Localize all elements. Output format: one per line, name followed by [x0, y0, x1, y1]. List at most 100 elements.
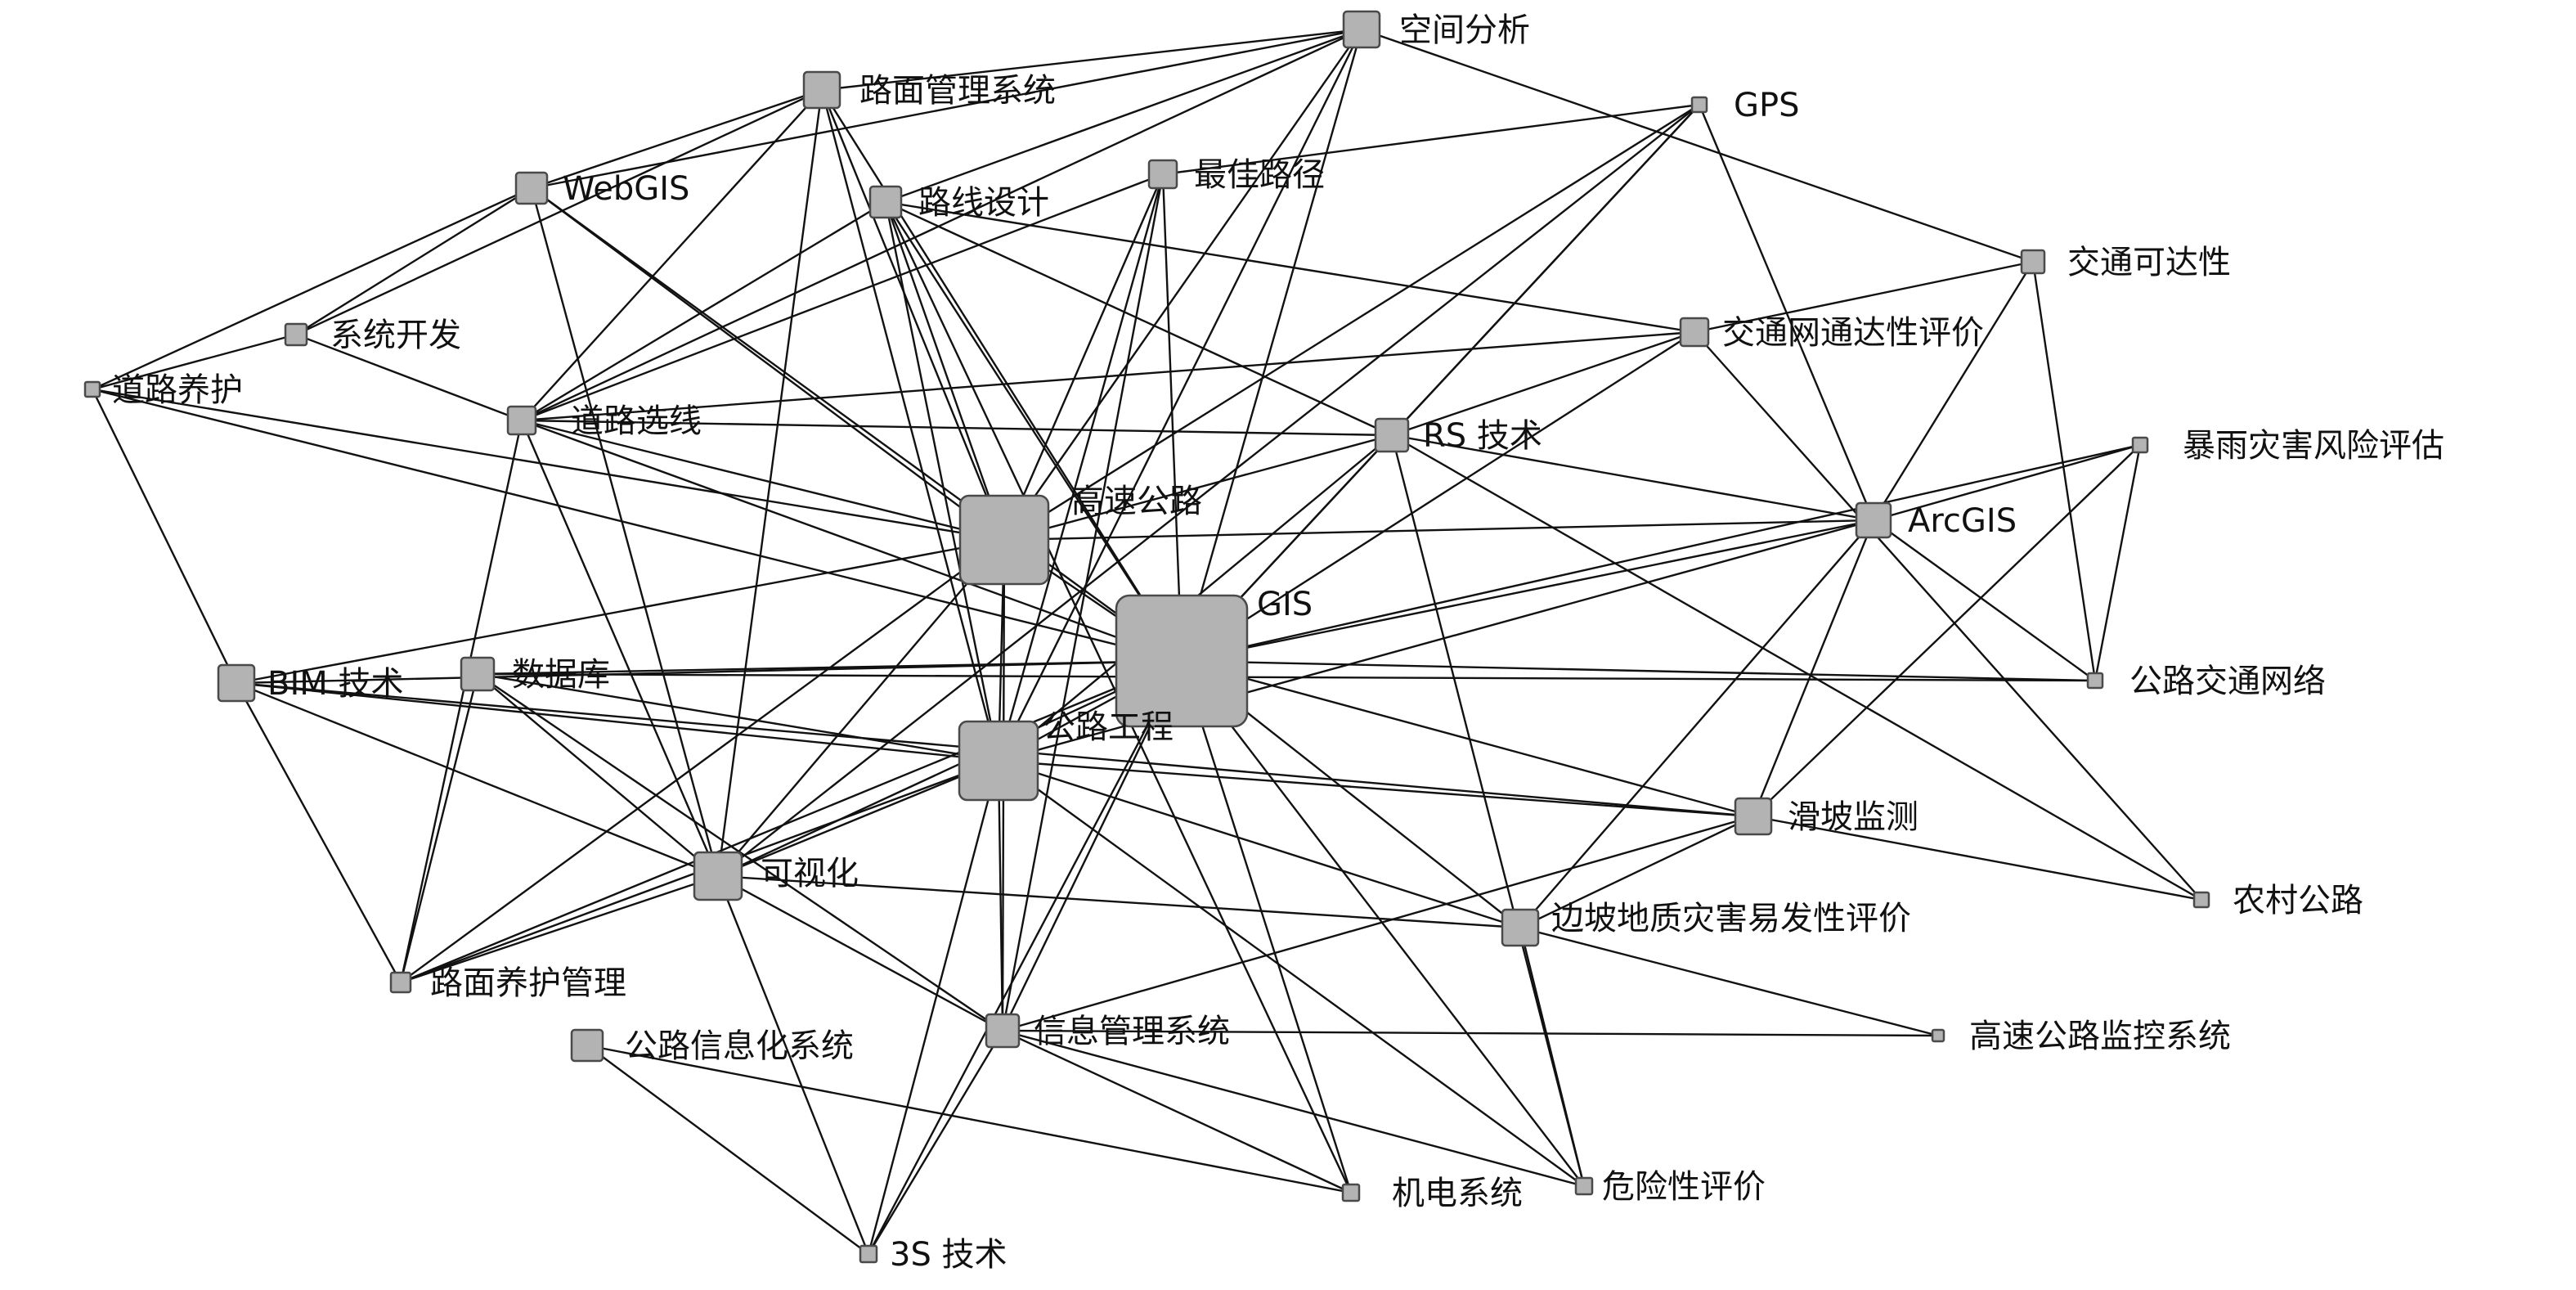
edge-bim-keshihua	[236, 681, 719, 878]
edge-gis-jidian	[1180, 660, 1353, 1193]
edge-shujuku-gongluwangluo	[477, 672, 2096, 682]
node-label-jiaotongwang: 交通网通达性评价	[1722, 314, 1984, 352]
node-bianpo: 边坡地质灾害易发性评价	[1501, 900, 1911, 947]
edge-lumian-xitong	[295, 88, 823, 336]
node-box-nongcun	[2192, 891, 2210, 909]
node-box-baoyu	[2131, 436, 2149, 454]
node-label-s3: 3S 技术	[890, 1236, 1008, 1274]
edge-shujuku-lumianyanghu	[399, 673, 479, 983]
edge-huapo-nongcun	[1752, 815, 2202, 901]
node-rs: RS 技术	[1374, 417, 1542, 455]
node-box-gonglux	[570, 1028, 604, 1063]
edge-gis-baoyu	[1181, 443, 2141, 663]
edge-jiaotongwang-nongcun	[1694, 331, 2202, 901]
node-label-jiaotongkeda: 交通可达性	[2067, 244, 2231, 281]
edge-daoluyanghu-gaosu	[92, 388, 1005, 542]
node-zuijia: 最佳路径	[1147, 156, 1325, 194]
node-box-bianpo	[1501, 908, 1540, 947]
node-box-huapo	[1734, 797, 1773, 836]
node-label-keshihua: 可视化	[761, 855, 859, 892]
edge-jiaotongwang-daoluxuanxian	[521, 330, 1695, 422]
edge-gonglugongcheng-kongjian	[997, 29, 1363, 762]
node-gps: GPS	[1690, 87, 1800, 124]
node-label-lumian: 路面管理系统	[859, 72, 1056, 110]
edge-daoluxuanxian-rs	[521, 419, 1393, 437]
node-jiaotongwang: 交通网通达性评价	[1679, 314, 1984, 352]
edge-arcgis-gongluwangluo	[1873, 519, 2096, 681]
edge-gonglugongcheng-keshihua	[717, 759, 999, 878]
edge-kongjian-luxian	[885, 28, 1362, 204]
edge-webgis-keshihua	[530, 187, 720, 877]
node-label-daoluxuanxian: 道路选线	[571, 402, 702, 440]
edge-zuijia-daoluxuanxian	[521, 173, 1164, 422]
edge-bianpo-gaosujiankong	[1519, 926, 1939, 1037]
node-box-lumian	[802, 70, 841, 110]
edge-jiaotongkeda-arcgis	[1872, 261, 2035, 521]
edge-arcgis-huapo	[1752, 519, 1875, 817]
edge-gonglugongcheng-bianpo	[998, 759, 1521, 929]
node-baoyu: 暴雨灾害风险评估	[2131, 427, 2444, 465]
edge-lumian-keshihua	[716, 89, 824, 877]
edge-huapo-xinxiguanli	[1002, 815, 1754, 1032]
node-xinxiguanli: 信息管理系统	[985, 1013, 1230, 1050]
edge-gonglugongcheng-weixian	[998, 760, 1585, 1187]
node-huapo: 滑坡监测	[1734, 797, 1919, 836]
edge-rs-nongcun	[1391, 434, 2202, 901]
node-box-s3	[859, 1244, 878, 1264]
node-box-webgis	[514, 171, 549, 205]
edge-xitong-daoluxuanxian	[295, 333, 523, 422]
node-gonglux: 公路信息化系统	[570, 1027, 854, 1065]
node-label-gaosujiankong: 高速公路监控系统	[1969, 1018, 2231, 1055]
edge-gaosu-bim	[236, 538, 1005, 685]
edge-keshihua-bianpo	[717, 874, 1521, 929]
node-daoluxuanxian: 道路选线	[506, 402, 702, 440]
node-label-jidian: 机电系统	[1392, 1175, 1523, 1212]
edge-gonglugongcheng-luxian	[884, 201, 1000, 762]
node-box-bim	[217, 663, 256, 703]
node-label-xitong: 系统开发	[330, 317, 461, 354]
node-label-zuijia: 最佳路径	[1194, 156, 1325, 194]
edge-gps-keshihua	[717, 104, 1700, 877]
node-label-weixian: 危险性评价	[1602, 1168, 1766, 1206]
edge-gonglugongcheng-zuijia	[997, 173, 1165, 762]
node-kongjian: 空间分析	[1342, 10, 1530, 49]
edge-gis-daoluyanghu	[92, 388, 1183, 663]
node-box-daoluxuanxian	[506, 405, 537, 436]
node-box-kongjian	[1342, 10, 1381, 49]
edge-daoluxuanxian-keshihua	[520, 420, 720, 877]
node-nongcun: 农村公路	[2192, 882, 2363, 919]
node-box-daoluyanghu	[83, 380, 101, 398]
node-label-gis: GIS	[1257, 586, 1313, 623]
edge-jiaotongkeda-gongluwangluo	[2031, 261, 2097, 681]
edge-jiaotongkeda-jiaotongwang	[1694, 260, 2034, 334]
edge-gaosu-kongjian	[1003, 29, 1362, 541]
node-label-kongjian: 空间分析	[1399, 11, 1530, 49]
edge-gonglugongcheng-lumian	[820, 89, 1000, 762]
edge-gis-gongluwangluo	[1181, 659, 2096, 682]
node-luxian: 路线设计	[868, 184, 1049, 222]
edge-rs-weixian	[1390, 434, 1586, 1187]
node-box-gaosujiankong	[1931, 1028, 1945, 1043]
edge-gaosu-daoluxuanxian	[521, 419, 1005, 542]
edge-gaosu-lumianyanghu	[400, 539, 1005, 983]
edge-gis-weixian	[1181, 660, 1585, 1187]
edge-bim-lumianyanghu	[235, 682, 402, 983]
edge-gonglux-jidian	[586, 1044, 1352, 1194]
edge-gis-lumian	[820, 89, 1183, 662]
node-label-luxian: 路线设计	[918, 184, 1049, 222]
edge-gis-webgis	[531, 187, 1183, 662]
edge-zuijia-xinxiguanli	[1001, 173, 1165, 1032]
edge-lumian-daoluxuanxian	[521, 89, 823, 421]
node-box-zuijia	[1147, 159, 1178, 190]
edge-baoyu-huapo	[1752, 444, 2141, 817]
edge-xinxiguanli-s3	[867, 1030, 1004, 1255]
edge-gaosu-gps	[1003, 103, 1700, 542]
edge-gaosu-keshihua	[717, 539, 1005, 877]
edge-zuijia-gps	[1162, 103, 1700, 176]
edge-gaosu-lumian	[820, 89, 1006, 541]
edge-shujuku-keshihua	[477, 673, 719, 877]
edge-gaosu-zuijia	[1003, 173, 1165, 541]
node-box-keshihua	[693, 851, 743, 901]
edge-gis-bim	[236, 659, 1183, 685]
